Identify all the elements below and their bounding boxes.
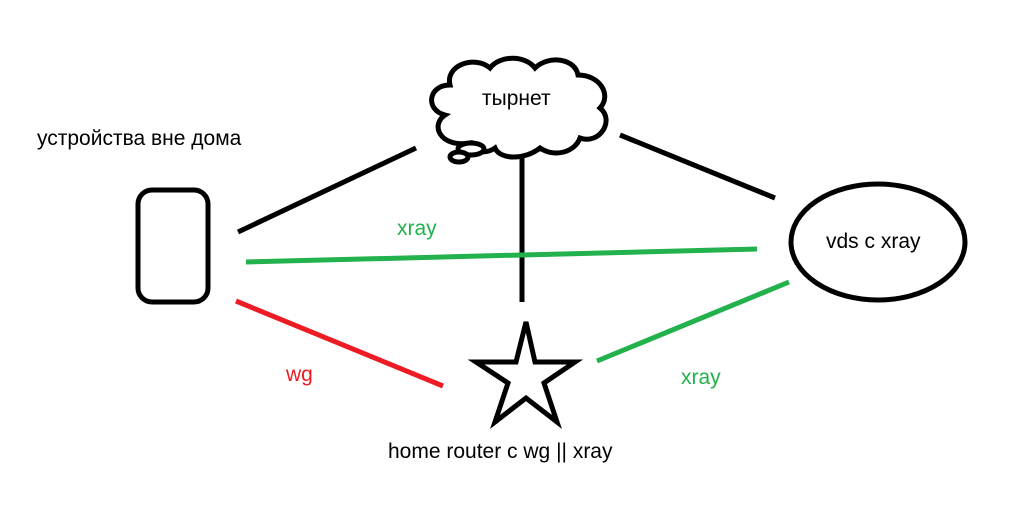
vds-label: vds с xray <box>826 230 921 253</box>
internet-label: тырнет <box>482 87 551 110</box>
router-label: home router с wg || xray <box>388 440 613 463</box>
cloud-internet-shape <box>429 55 609 165</box>
vds-shape <box>788 181 968 303</box>
link-label-router-vds: xray <box>681 366 721 389</box>
device-shape <box>135 187 211 305</box>
link-router-vds-xray <box>596 279 790 364</box>
link-devices-internet <box>236 145 418 235</box>
link-devices-vds-xray <box>245 246 758 265</box>
link-label-devices-vds: xray <box>397 217 437 240</box>
link-devices-router-wg <box>235 298 444 389</box>
router-star-shape <box>467 321 584 430</box>
link-vds-internet <box>619 132 776 201</box>
link-label-devices-router: wg <box>286 363 313 386</box>
devices-label: устройства вне дома <box>37 127 242 150</box>
